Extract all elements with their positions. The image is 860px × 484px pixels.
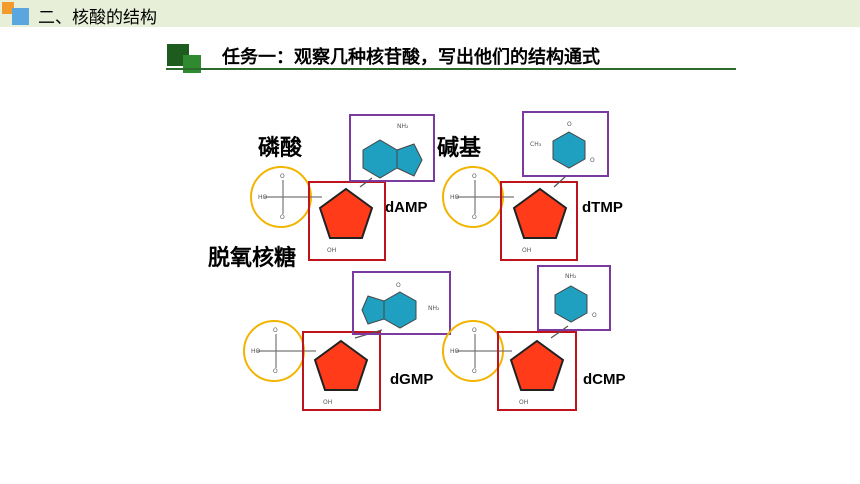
svg-text:CH₃: CH₃ (530, 141, 542, 148)
dgmp-sugar-pentagon (313, 339, 369, 391)
damp-sugar-oh: OH (327, 247, 336, 254)
svg-text:O: O (472, 327, 477, 334)
nucleotide-label-dtmp: dTMP (582, 199, 623, 216)
nucleotide-label-dcmp: dCMP (583, 371, 626, 388)
svg-text:O: O (592, 312, 597, 319)
svg-text:NH₂: NH₂ (428, 305, 440, 312)
svg-text:O: O (472, 173, 477, 180)
dcmp-sugar-box (497, 331, 577, 411)
svg-text:HO: HO (258, 194, 268, 201)
svg-text:OH: OH (323, 399, 332, 406)
header-logo-blue-square (12, 8, 29, 25)
task-title: 任务一：观察几种核苷酸，写出他们的结构通式 (222, 47, 600, 68)
svg-text:HO: HO (450, 194, 460, 201)
dgmp-base-ring-2 (361, 295, 385, 325)
nucleotide-label-damp: dAMP (385, 199, 428, 216)
damp-sugar-box (308, 181, 386, 261)
svg-text:O: O (280, 214, 285, 221)
task-underline (166, 68, 736, 70)
svg-text:NH₂: NH₂ (565, 273, 577, 280)
svg-text:OH: OH (522, 247, 531, 254)
dtmp-base-box (522, 111, 609, 177)
header-logo-orange-square (2, 2, 14, 14)
dcmp-base-ring (554, 285, 588, 323)
svg-text:O: O (567, 121, 572, 128)
dtmp-sugar-box (500, 181, 578, 261)
damp-base-ring-2 (396, 143, 423, 177)
svg-text:O: O (590, 157, 595, 164)
dgmp-base-box (352, 271, 451, 335)
nucleotide-label-dgmp: dGMP (390, 371, 434, 388)
svg-text:NH₂: NH₂ (397, 123, 409, 130)
svg-text:O: O (273, 327, 278, 334)
svg-text:O: O (472, 368, 477, 375)
svg-text:O: O (280, 173, 285, 180)
header-bar (0, 0, 860, 27)
dtmp-sugar-pentagon (512, 187, 568, 239)
phosphate-label: 磷酸 (258, 136, 303, 161)
section-title: 二、核酸的结构 (38, 8, 157, 28)
svg-text:OH: OH (519, 399, 528, 406)
dcmp-structure: HO O O OH NH₂ O (442, 265, 611, 411)
dtmp-structure: HO O O OH CH₃ O O (442, 111, 609, 261)
damp-base-box (349, 114, 435, 182)
dtmp-base-ring (552, 131, 586, 169)
dgmp-structure: HO O O OH O NH₂ (243, 271, 451, 411)
dcmp-base-box (537, 265, 611, 331)
svg-text:O: O (273, 368, 278, 375)
svg-text:O: O (472, 214, 477, 221)
svg-text:HO: HO (450, 348, 460, 355)
damp-base-ring-1 (362, 139, 398, 179)
dgmp-sugar-box (302, 331, 381, 411)
dcmp-sugar-pentagon (509, 339, 565, 391)
dgmp-base-ring-1 (383, 291, 417, 329)
damp-sugar-pentagon (318, 187, 374, 239)
svg-text:O: O (396, 282, 401, 289)
deoxyribose-label: 脱氧核糖 (208, 246, 297, 271)
base-label: 碱基 (437, 136, 482, 161)
svg-text:HO: HO (251, 348, 261, 355)
damp-phosphate-group: HO O O (258, 173, 300, 221)
damp-structure: HO O O OH NH₂ (250, 114, 435, 261)
